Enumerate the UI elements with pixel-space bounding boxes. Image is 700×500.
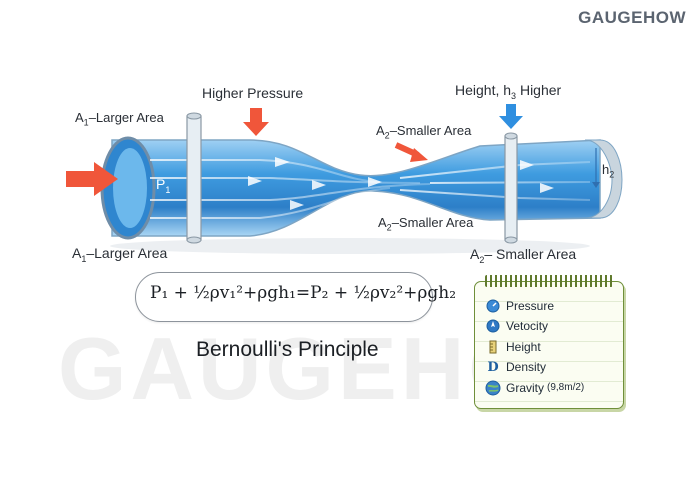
bernoulli-formula: P₁ + ½ρv₁²+ρgh₁=P₂ + ½ρv₂²+ρgh₂ (150, 283, 456, 303)
manometer-tube-right (504, 135, 518, 241)
a1-top-label: A1–Larger Area (75, 110, 164, 128)
height-arrow-icon (499, 104, 523, 129)
inlet-arrow-icon (66, 162, 118, 196)
h2-label: h2 (602, 162, 615, 180)
legend-item-pressure: Pressure (484, 296, 624, 315)
legend-item-velocity: Vetocity (484, 317, 624, 336)
height-label: Height, h3 Higher (455, 82, 562, 101)
legend-item-height: Height (484, 337, 624, 356)
formula-rhs: P₂ + ½ρv₂²+ρgh₂ (310, 283, 457, 303)
notebook-spiral (485, 275, 613, 287)
higher-pressure-arrow-icon (243, 108, 269, 136)
page-title: Bernoulli's Principle (196, 338, 379, 361)
higher-pressure-label: Higher Pressure (202, 85, 304, 101)
ruler-icon (484, 340, 502, 354)
legend-list: Pressure Vetocity Height D Density Gravi… (484, 296, 624, 399)
pipe-body (111, 139, 601, 237)
flow-arrows (248, 157, 554, 210)
globe-icon (484, 380, 502, 396)
p1-label: P1 (156, 176, 171, 195)
a2-mid-top-label: A2–Smaller Area (376, 123, 472, 141)
legend-notebook (474, 281, 624, 409)
throat-arrow-icon (394, 142, 428, 162)
manometer-tube-left (186, 115, 202, 241)
pipe-outlet (584, 139, 623, 219)
legend-item-gravity: Gravity(9,8m/2) (484, 378, 624, 397)
a2-mid-bottom-label: A2–Smaller Area (378, 215, 474, 233)
formula-box (135, 272, 433, 322)
gravity-value: (9,8m/2) (547, 382, 585, 393)
formula-equals: = (295, 283, 311, 303)
pipe-shadow (110, 238, 590, 254)
legend-item-density: D Density (484, 358, 624, 377)
d-icon: D (487, 359, 499, 375)
a1-bottom-label: A1–Larger Area (72, 245, 168, 264)
formula-lhs: P₁ + ½ρv₁²+ρgh₁ (150, 283, 296, 303)
compass-icon (484, 319, 502, 333)
a2-right-bottom-label: A2– Smaller Area (470, 246, 577, 265)
gauge-icon (484, 299, 502, 313)
brand-logo: GAUGEHOW (578, 8, 686, 27)
